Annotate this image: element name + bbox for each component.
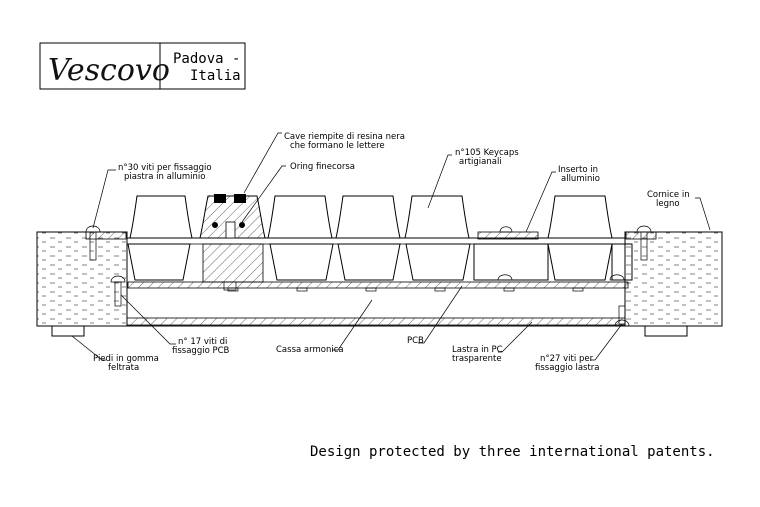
case-body [126, 237, 629, 327]
screw-pcb-mid [497, 274, 513, 281]
brand-city-line1: Padova - [173, 51, 240, 67]
polycarbonate-plate [126, 317, 626, 326]
brand-header: Vescovo Padova - Italia [39, 42, 246, 90]
brand-logo: Vescovo [48, 53, 170, 88]
rubber-foot-right [644, 325, 688, 337]
label-viti30-line2: piastra in alluminio [124, 172, 206, 182]
patent-notice: Design protected by three international … [310, 444, 715, 460]
keycap [129, 195, 193, 239]
keycap [335, 195, 401, 239]
label-cornice-line1: Cornice in [647, 190, 690, 200]
keycap [547, 195, 613, 239]
oring-dot [212, 222, 218, 228]
label-keycaps-line1: n°105 Keycaps [455, 148, 519, 158]
label-lastra-line2: trasparente [452, 354, 502, 364]
label-viti27-line1: n°27 viti per [540, 354, 594, 364]
screw-plate-right [636, 225, 652, 261]
label-viti17-line1: n° 17 viti di [178, 337, 227, 347]
label-cornice-line2: legno [656, 199, 680, 209]
screw-insert [499, 226, 513, 233]
wood-frame-left [36, 231, 128, 327]
resin-letter [234, 194, 246, 203]
switch-bodies [127, 243, 633, 281]
screw-pcb-left [110, 275, 126, 307]
keycaps [129, 195, 613, 239]
label-keycaps-line2: artigianali [459, 157, 502, 167]
screw-plate-left [85, 225, 101, 261]
label-cave-line2: che formano le lettere [290, 141, 385, 151]
label-cassa: Cassa armonica [276, 345, 344, 355]
resin-letter [214, 194, 226, 203]
label-viti17-line2: fissaggio PCB [172, 346, 230, 356]
screw-pcb-right [609, 274, 625, 281]
annotations: Cave riempite di resina nera che formano… [93, 132, 690, 373]
wood-frame-right [624, 231, 723, 327]
keycap [404, 195, 470, 239]
label-inserto-line1: Inserto in [558, 165, 598, 175]
label-oring: Oring finecorsa [290, 162, 355, 172]
sectioned-keycap [199, 194, 266, 291]
label-pcb: PCB [407, 336, 424, 346]
brand-frame [39, 42, 246, 90]
brand-city-line2: Italia [190, 68, 241, 84]
label-cave-line1: Cave riempite di resina nera [284, 132, 405, 142]
aluminium-insert-left [85, 231, 127, 240]
aluminium-insert [477, 231, 539, 240]
screws [85, 225, 652, 327]
leader-lines [71, 132, 711, 361]
label-inserto-line2: alluminio [561, 174, 600, 184]
label-lastra-line1: Lastra in PC [452, 345, 503, 355]
oring-dot [239, 222, 245, 228]
label-piedi-line2: feltrata [108, 363, 139, 373]
keycap [267, 195, 333, 239]
pcb-plate [127, 281, 629, 289]
label-piedi-line1: Piedi in gomma [93, 354, 159, 364]
switch-stem [225, 221, 236, 239]
label-viti30-line1: n°30 viti per fissaggio [118, 163, 212, 173]
label-viti27-line2: fissaggio lastra [535, 363, 600, 373]
rubber-foot-left [51, 325, 85, 337]
wood-frame [36, 231, 723, 327]
